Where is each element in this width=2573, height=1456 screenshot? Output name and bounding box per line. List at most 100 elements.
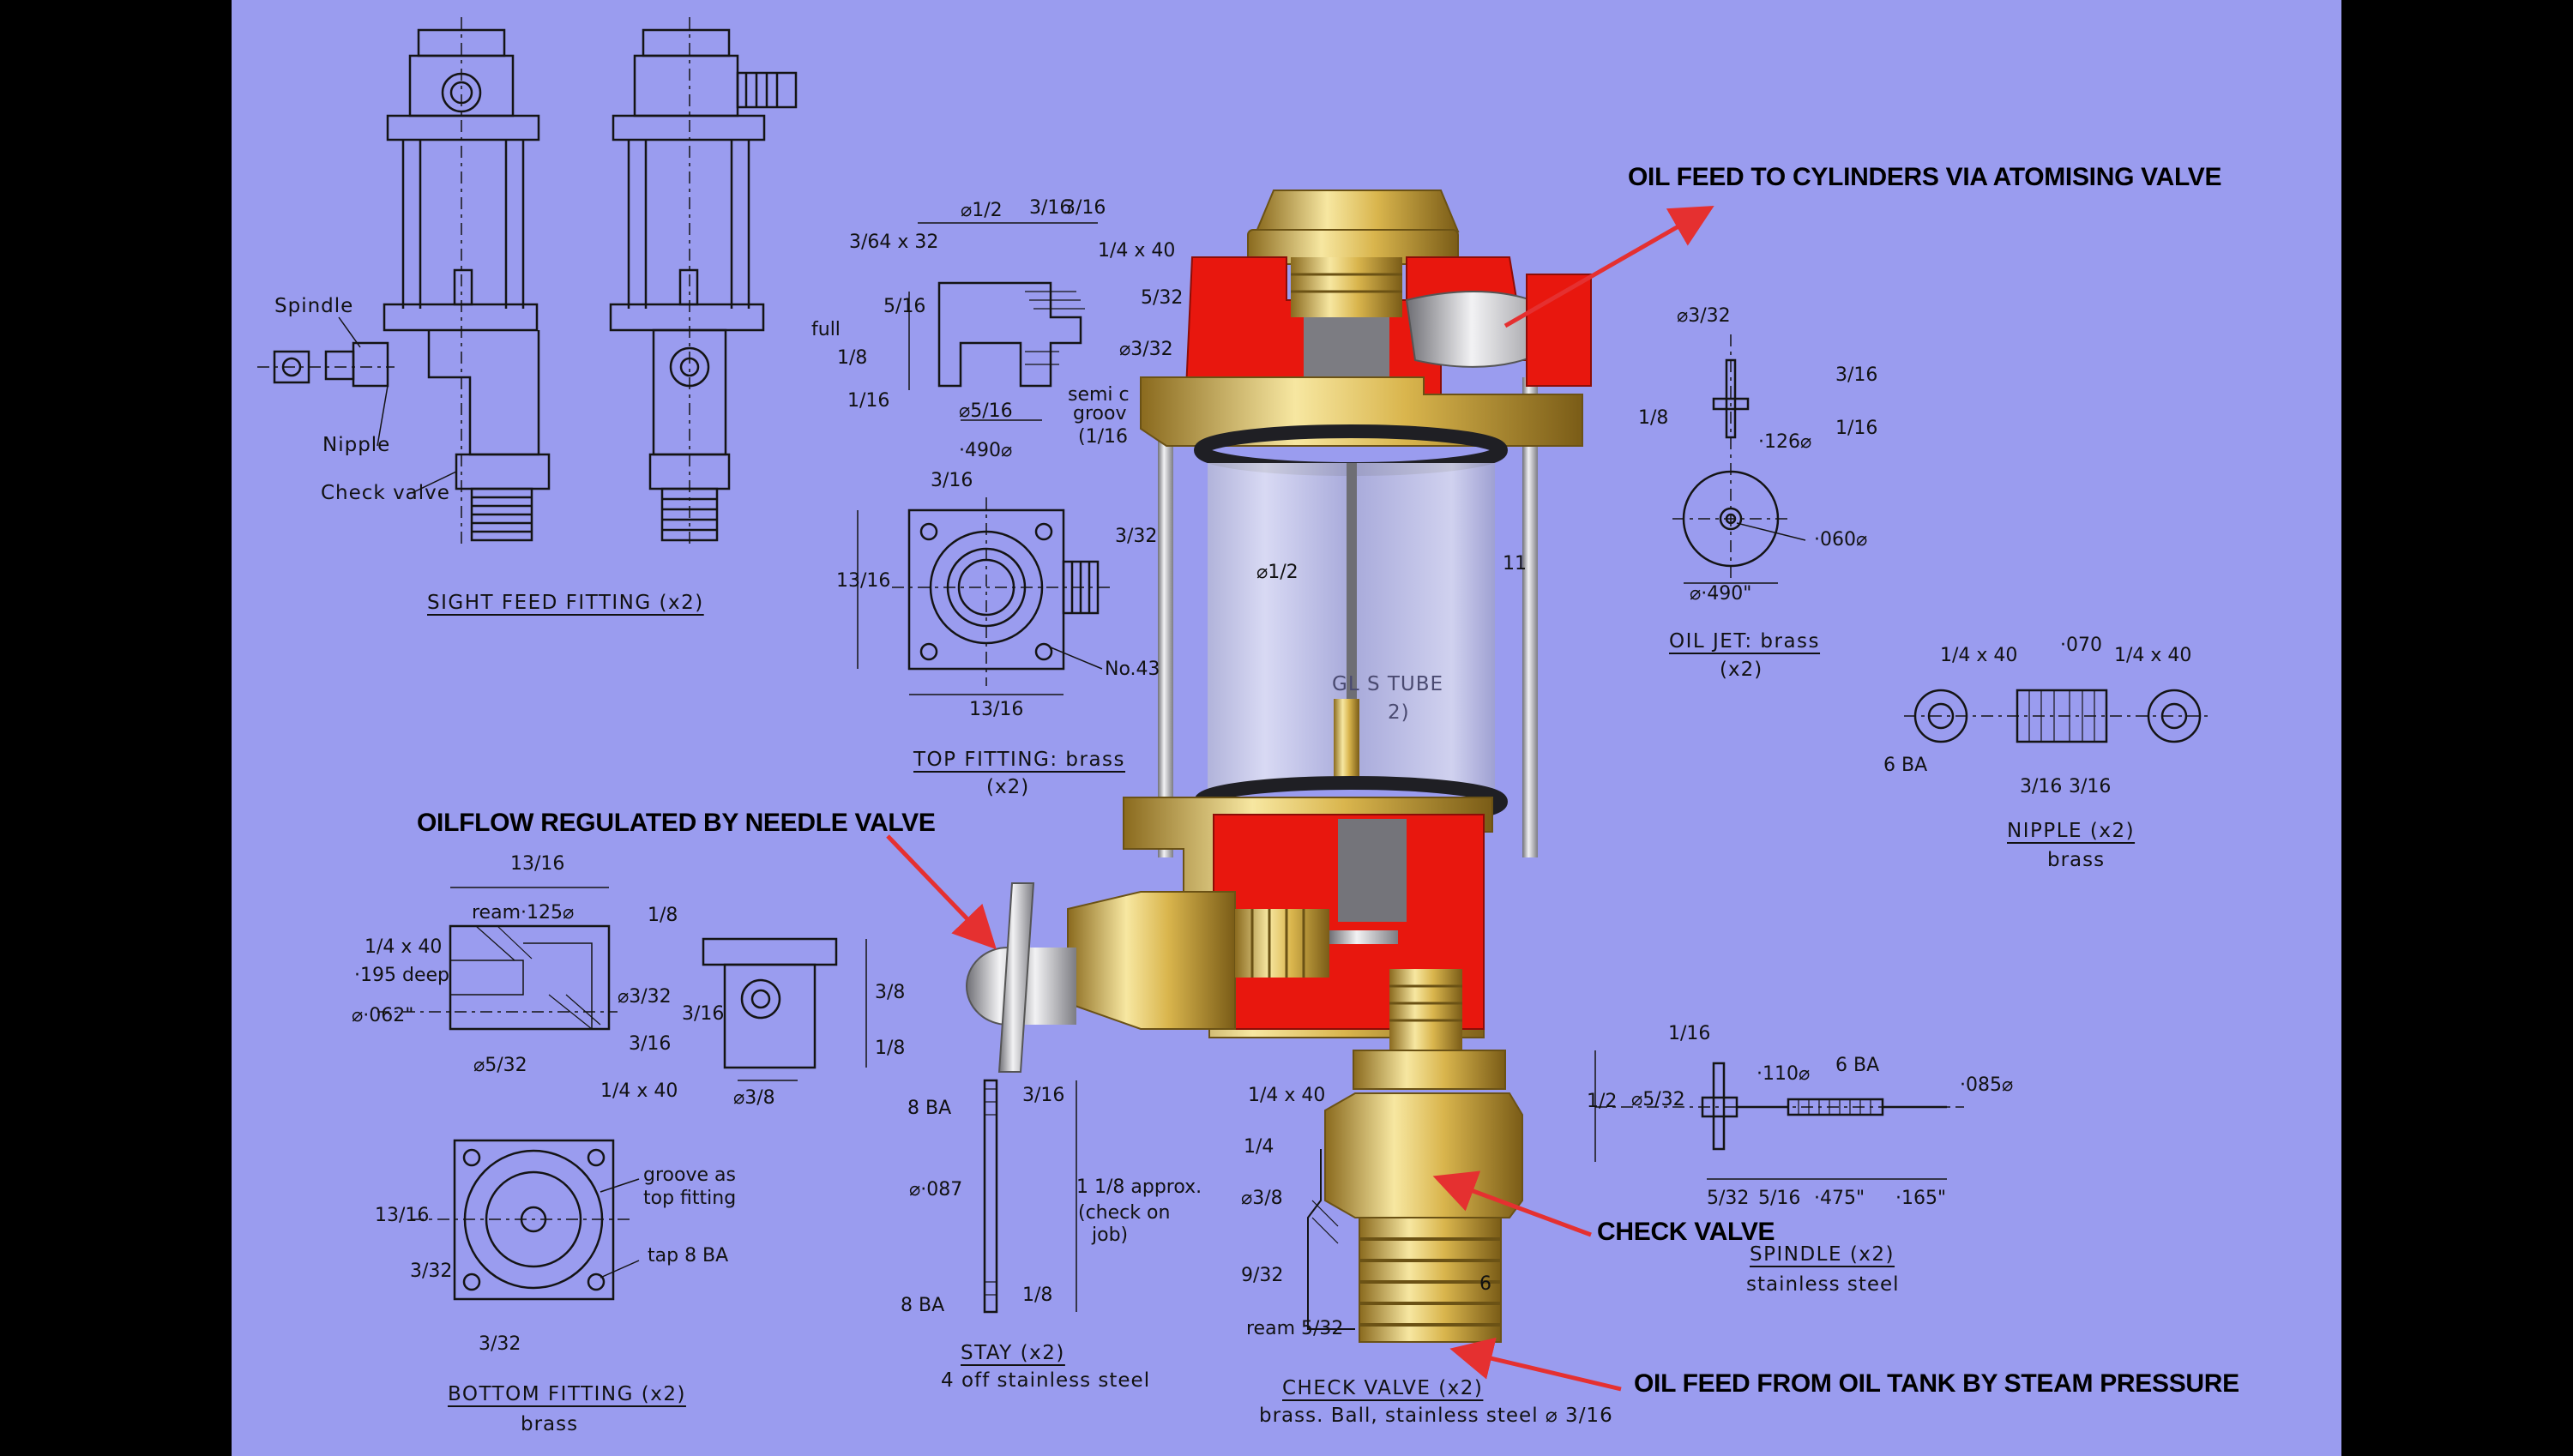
dim-spindle-1: 1/16: [1668, 1023, 1711, 1044]
dim-top-10: ⌀3/32: [1119, 339, 1173, 360]
dim-bottom-10: 1/8: [648, 905, 678, 926]
dim-check-2: 1/4: [1244, 1136, 1274, 1158]
dim-bottom-19: 3/32: [410, 1260, 453, 1282]
dim-check-6: 6: [1479, 1273, 1491, 1295]
label-nipple: Nipple: [322, 434, 391, 456]
caption-glass-tube: GL S TUBE: [1332, 673, 1444, 695]
dim-bottom-12: 3/8: [875, 982, 906, 1003]
dim-bottom-8: 3/16: [629, 1033, 672, 1055]
dim-top-15: groov: [1073, 403, 1127, 424]
dim-bottom-2: ream·125⌀: [472, 902, 575, 924]
caption-nipple: NIPPLE (x2): [2007, 820, 2136, 842]
arrow-needle-valve: [886, 834, 997, 950]
dim-bottom-13: 1/8: [875, 1038, 906, 1059]
caption-top-fitting: TOP FITTING: brass: [913, 749, 1126, 771]
dim-glass-1: ⌀1/2: [1256, 562, 1299, 583]
dim-stay-3: ⌀·087: [909, 1179, 963, 1200]
arrow-check-valve: [1432, 1170, 1592, 1237]
caption-oil-jet: OIL JET: brass: [1669, 630, 1821, 653]
caption-check-valve: CHECK VALVE (x2): [1282, 1377, 1484, 1399]
dim-glass-2: 11: [1503, 553, 1527, 575]
dim-oiljet-6: ·060⌀: [1814, 529, 1868, 551]
caption-bottom-fitting: BOTTOM FITTING (x2): [448, 1383, 686, 1405]
arrow-oil-feed-cylinders: [1503, 206, 1714, 328]
caption-bottom-fitting-material: brass: [521, 1413, 579, 1435]
dim-spindle-9: ·475": [1814, 1188, 1865, 1209]
caption-oil-jet-qty: (x2): [1720, 659, 1763, 681]
dim-top-3: 3/16: [1029, 197, 1072, 219]
caption-sight-feed-fitting: SIGHT FEED FITTING (x2): [427, 592, 704, 614]
spindle-drawing: [1594, 1050, 1964, 1180]
caption-stay-material: 4 off stainless steel: [941, 1369, 1151, 1392]
dim-nipple-4: 6 BA: [1883, 755, 1928, 776]
dim-check-5: ream 5/32: [1246, 1318, 1344, 1339]
dim-bottom-9: 1/4 x 40: [600, 1080, 678, 1102]
dim-spindle-2: ·110⌀: [1757, 1063, 1811, 1085]
dim-oiljet-7: ⌀·490": [1690, 583, 1752, 605]
dim-spindle-6: ⌀5/32: [1631, 1089, 1685, 1110]
dim-spindle-5: 1/2: [1587, 1091, 1618, 1112]
dim-bottom-4: ·195 deep: [354, 965, 449, 986]
label-spindle: Spindle: [274, 295, 354, 317]
dim-bottom-7: ⌀3/32: [618, 986, 672, 1008]
dim-nipple-5: 3/16: [2020, 776, 2063, 797]
dim-top-18: 13/16: [836, 570, 891, 592]
dim-oiljet-2: 3/16: [1835, 364, 1878, 386]
dim-top-20: 3/32: [1115, 526, 1158, 547]
oil-jet-drawing: [1672, 334, 1806, 584]
left-border: [0, 0, 232, 1456]
dim-top-16: (1/16: [1078, 426, 1128, 448]
annotation-oilflow-needle-valve: OILFLOW REGULATED BY NEEDLE VALVE: [417, 809, 936, 837]
dim-bottom-11: 3/16: [682, 1003, 725, 1025]
dim-bottom-6: ⌀5/32: [473, 1055, 527, 1076]
dim-bottom-14: ⌀3/8: [733, 1087, 775, 1109]
dim-spindle-8: 5/16: [1758, 1188, 1801, 1209]
dim-bottom-20: 3/32: [479, 1333, 521, 1355]
annotation-oil-feed-from-tank: OIL FEED FROM OIL TANK BY STEAM PRESSURE: [1634, 1369, 2239, 1398]
bottom-fitting-drawing: [377, 887, 867, 1301]
dim-top-17: 3/16: [931, 470, 973, 491]
dim-stay-7: 8 BA: [901, 1295, 945, 1316]
dim-spindle-7: 5/32: [1707, 1188, 1750, 1209]
dim-bottom-18: tap 8 BA: [648, 1245, 729, 1266]
caption-glass-tube-qty: 2): [1388, 701, 1410, 724]
dim-stay-8: 1/8: [1022, 1285, 1053, 1306]
dim-stay-5: (check on: [1078, 1202, 1171, 1224]
dim-bottom-15: 13/16: [375, 1205, 430, 1226]
dim-spindle-3: 6 BA: [1835, 1055, 1880, 1076]
dim-top-19: 13/16: [969, 699, 1024, 720]
dim-top-4: 3/16: [1064, 197, 1106, 219]
dim-stay-6: job): [1092, 1224, 1129, 1246]
dim-oiljet-4: ·126⌀: [1758, 431, 1812, 453]
stay-drawing: [983, 1079, 1077, 1314]
arrow-oil-feed-tank: [1449, 1337, 1622, 1392]
dim-top-6: 5/16: [883, 296, 926, 317]
dim-check-1: 1/4 x 40: [1248, 1085, 1326, 1106]
annotation-oil-feed-to-cylinders: OIL FEED TO CYLINDERS VIA ATOMISING VALV…: [1628, 163, 2222, 191]
dim-bottom-5: ⌀·062": [352, 1005, 414, 1026]
dim-nipple-2: ·070: [2060, 635, 2102, 656]
dim-spindle-4: ·085⌀: [1960, 1074, 2014, 1096]
check-valve-drawing: [1307, 1149, 1355, 1330]
dim-spindle-10: ·165": [1895, 1188, 1947, 1209]
dim-top-13: ·490⌀: [959, 440, 1013, 461]
dim-stay-4: 1 1/8 approx.: [1076, 1176, 1202, 1198]
dim-top-5: 1/4 x 40: [1098, 240, 1176, 262]
dim-bottom-16: groove as: [643, 1164, 736, 1186]
dim-oiljet-1: ⌀3/32: [1677, 305, 1731, 327]
dim-top-7: full: [811, 319, 841, 340]
sight-feed-drawing: [257, 17, 798, 549]
dim-top-9: 5/32: [1141, 287, 1184, 309]
annotation-arrows: [886, 206, 1714, 1392]
caption-spindle-material: stainless steel: [1746, 1273, 1900, 1296]
dim-check-3: ⌀3/8: [1241, 1188, 1283, 1209]
caption-top-fitting-qty: (x2): [986, 776, 1030, 798]
dim-top-14: semi c: [1068, 384, 1130, 406]
dim-stay-2: 3/16: [1022, 1085, 1065, 1106]
caption-check-valve-material: brass. Ball, stainless steel ⌀ 3/16: [1259, 1405, 1613, 1427]
dim-top-8: 1/8: [837, 347, 868, 369]
dim-top-12: ⌀5/16: [959, 400, 1013, 422]
dim-oiljet-5: 1/16: [1835, 418, 1878, 439]
dim-top-11: 1/16: [847, 390, 890, 412]
